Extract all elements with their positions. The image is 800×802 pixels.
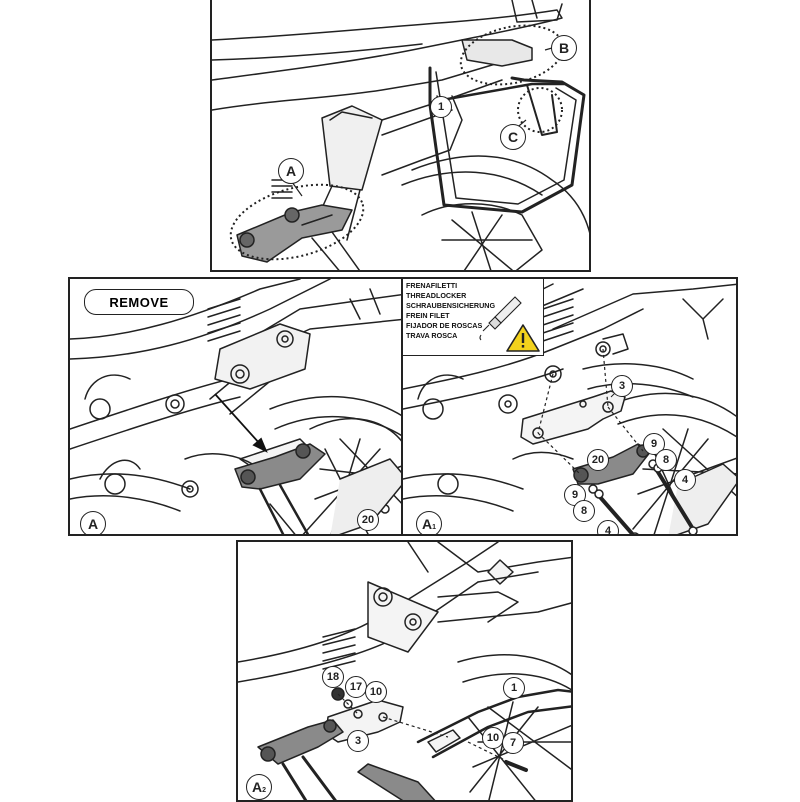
callout-20: 20 bbox=[587, 449, 609, 471]
callout-a: A bbox=[278, 158, 304, 184]
callout-20: 20 bbox=[357, 509, 379, 531]
callout-b: B bbox=[551, 35, 577, 61]
callout-1: 1 bbox=[430, 96, 452, 118]
a1-illustration bbox=[403, 283, 736, 534]
remove-label: REMOVE bbox=[84, 289, 194, 315]
panel-step-a-remove: REMOVE A 20 bbox=[68, 277, 405, 536]
top-illustration bbox=[212, 0, 589, 270]
remove-illustration bbox=[70, 279, 403, 534]
a2-illustration bbox=[238, 542, 571, 800]
callout-17: 17 bbox=[345, 676, 367, 698]
panel-top-overview: B C A 1 bbox=[210, 0, 591, 272]
threadlocker-notice: FRENAFILETTI THREADLOCKER SCHRAUBENSICHE… bbox=[403, 279, 544, 356]
callout-3: 3 bbox=[611, 375, 633, 397]
callout-8: 8 bbox=[573, 500, 595, 522]
step-label-a: A bbox=[80, 511, 106, 534]
callout-10: 10 bbox=[365, 681, 387, 703]
callout-10: 10 bbox=[482, 727, 504, 749]
callout-8: 8 bbox=[655, 449, 677, 471]
callout-18: 18 bbox=[322, 666, 344, 688]
threadlocker-line: TRAVA ROSCA bbox=[406, 331, 458, 340]
callout-4: 4 bbox=[674, 469, 696, 491]
threadlocker-line: THREADLOCKER bbox=[406, 291, 467, 300]
callout-4: 4 bbox=[597, 520, 619, 534]
callout-3: 3 bbox=[347, 730, 369, 752]
callout-1: 1 bbox=[503, 677, 525, 699]
panel-step-a1: FRENAFILETTI THREADLOCKER SCHRAUBENSICHE… bbox=[401, 277, 738, 536]
threadlocker-line: SCHRAUBENSICHERUNG bbox=[406, 301, 496, 310]
callout-7: 7 bbox=[502, 732, 524, 754]
callout-c: C bbox=[500, 124, 526, 150]
threadlocker-text: FRENAFILETTI THREADLOCKER SCHRAUBENSICHE… bbox=[406, 281, 495, 341]
threadlocker-line: FIJADOR DE ROSCAS bbox=[406, 321, 483, 330]
warning-triangle-icon bbox=[506, 324, 540, 352]
threadlocker-bottle-icon bbox=[479, 296, 522, 341]
threadlocker-line: FREIN FILET bbox=[406, 311, 450, 320]
threadlocker-line: FRENAFILETTI bbox=[406, 281, 458, 290]
